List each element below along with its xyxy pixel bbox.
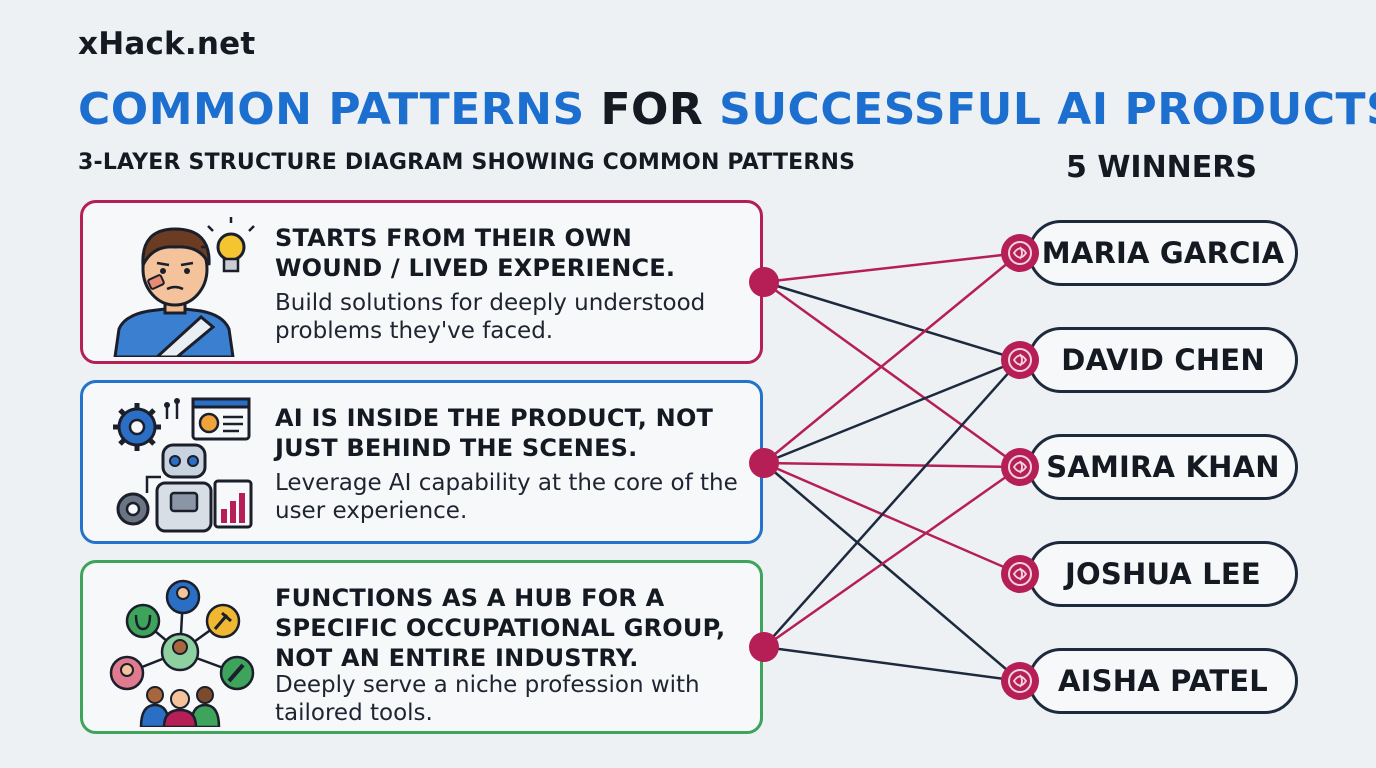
title-part-3: SUCCESSFUL AI PRODUCTS <box>719 84 1376 135</box>
pattern-heading: AI IS INSIDE THE PRODUCT, NOT JUST BEHIN… <box>275 404 714 462</box>
winner-name: MARIA GARCIA <box>1041 236 1285 270</box>
connection-line <box>763 280 1021 362</box>
pattern-card-occupational-hub: FUNCTIONS AS A HUB FOR A SPECIFIC OCCUPA… <box>80 560 763 734</box>
pattern-heading: FUNCTIONS AS A HUB FOR A SPECIFIC OCCUPA… <box>275 584 726 672</box>
connection-line <box>763 280 1021 469</box>
title-part-2: FOR <box>584 84 720 135</box>
profession-network-icon <box>105 577 255 729</box>
connection-line <box>763 645 1021 683</box>
robot-gears-dashboard-icon <box>105 397 255 537</box>
winners-heading: 5 WINNERS <box>1066 150 1257 185</box>
person-with-lightbulb-icon <box>105 217 261 359</box>
connection-line <box>763 465 1021 649</box>
rose-icon <box>1001 234 1039 272</box>
page-subtitle: 3-LAYER STRUCTURE DIAGRAM SHOWING COMMON… <box>78 150 856 175</box>
winner-name: DAVID CHEN <box>1061 343 1265 377</box>
rose-icon <box>1001 555 1039 593</box>
connection-line <box>763 461 1021 469</box>
pattern-junction-dot <box>749 448 779 478</box>
brand-logo-text: xHack.net <box>78 26 256 62</box>
connection-line <box>763 462 1021 682</box>
winner-pill: MARIA GARCIA <box>1028 220 1298 286</box>
rose-icon <box>1001 448 1039 486</box>
winner-pill: DAVID CHEN <box>1028 327 1298 393</box>
pattern-card-ai-inside-product: AI IS INSIDE THE PRODUCT, NOT JUST BEHIN… <box>80 380 763 544</box>
winner-pill: SAMIRA KHAN <box>1028 434 1298 500</box>
page-title: COMMON PATTERNS FOR SUCCESSFUL AI PRODUC… <box>78 84 1376 135</box>
rose-icon <box>1001 662 1039 700</box>
winner-name: JOSHUA LEE <box>1065 557 1261 591</box>
connection-line <box>763 359 1021 648</box>
connection-line <box>763 358 1021 465</box>
connection-line <box>763 461 1021 576</box>
pattern-junction-dot <box>749 267 779 297</box>
pattern-heading: STARTS FROM THEIR OWN WOUND / LIVED EXPE… <box>275 224 676 282</box>
rose-icon <box>1001 341 1039 379</box>
pattern-description: Leverage AI capability at the core of th… <box>275 470 738 524</box>
winner-pill: AISHA PATEL <box>1028 648 1298 714</box>
pattern-card-lived-experience: STARTS FROM THEIR OWN WOUND / LIVED EXPE… <box>80 200 763 364</box>
pattern-description: Deeply serve a niche profession with tai… <box>275 672 700 726</box>
title-part-1: COMMON PATTERNS <box>78 84 585 135</box>
connection-line <box>763 251 1021 284</box>
winner-pill: JOSHUA LEE <box>1028 541 1298 607</box>
winner-name: SAMIRA KHAN <box>1046 450 1280 484</box>
connection-line <box>763 252 1021 464</box>
pattern-junction-dot <box>749 632 779 662</box>
pattern-description: Build solutions for deeply understood pr… <box>275 290 706 344</box>
winner-name: AISHA PATEL <box>1058 664 1268 698</box>
